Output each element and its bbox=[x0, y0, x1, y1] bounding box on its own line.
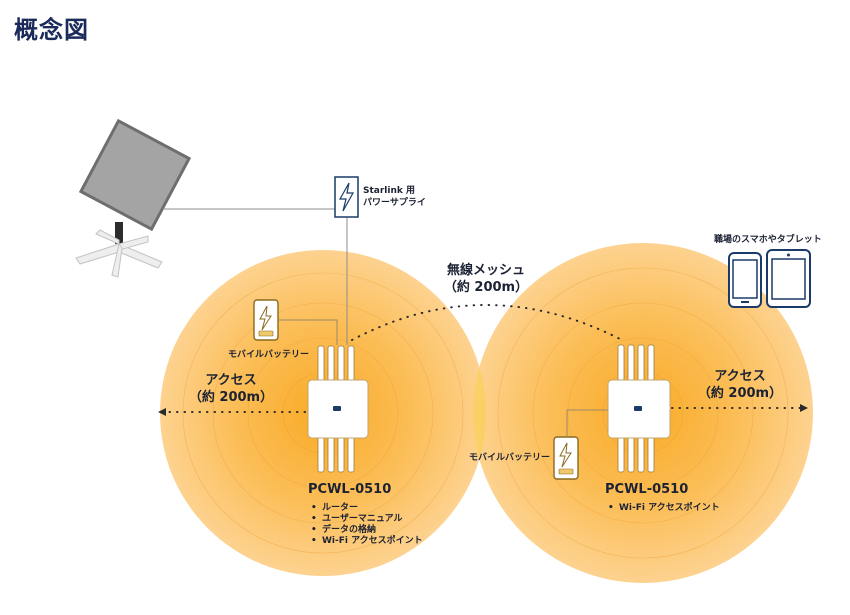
right-battery-icon bbox=[553, 436, 579, 480]
right-battery-label: モバイルバッテリー bbox=[469, 453, 551, 463]
list-item: Wi-Fi アクセスポイント bbox=[605, 503, 720, 514]
left-access-label-line2: （約 200m） bbox=[188, 390, 274, 405]
right-access-label: アクセス （約 200m） bbox=[690, 368, 790, 402]
left-access-arrow bbox=[158, 408, 306, 416]
left-battery-icon bbox=[253, 299, 279, 341]
right-access-label-line1: アクセス bbox=[714, 369, 766, 384]
devices-label: 職場のスマホやタブレット bbox=[714, 235, 822, 245]
right-router-feature-list: Wi-Fi アクセスポイント bbox=[605, 503, 720, 514]
list-item: ルーター bbox=[308, 503, 423, 514]
left-battery-label: モバイルバッテリー bbox=[228, 350, 310, 360]
right-access-label-line2: （約 200m） bbox=[697, 386, 783, 401]
tablet-icon bbox=[766, 249, 811, 308]
left-router-model: PCWL-0510 bbox=[308, 482, 392, 497]
starlink-dish-icon bbox=[75, 118, 192, 278]
mesh-label-line2: （約 200m） bbox=[443, 280, 529, 295]
right-access-arrow bbox=[671, 404, 808, 412]
left-router-icon bbox=[307, 345, 369, 473]
smartphone-icon bbox=[728, 252, 762, 308]
power-supply-label: Starlink 用 パワーサプライ bbox=[363, 185, 426, 209]
right-battery-cable bbox=[566, 409, 610, 437]
left-access-label-line1: アクセス bbox=[205, 373, 257, 388]
power-supply-label-line2: パワーサプライ bbox=[363, 198, 426, 208]
power-supply-icon bbox=[334, 176, 359, 218]
mesh-link-line bbox=[351, 304, 623, 341]
right-router-icon bbox=[607, 344, 671, 473]
list-item: Wi-Fi アクセスポイント bbox=[308, 536, 423, 547]
right-router-model: PCWL-0510 bbox=[605, 482, 689, 497]
mesh-label: 無線メッシュ （約 200m） bbox=[436, 262, 536, 296]
list-item: ユーザーマニュアル bbox=[308, 514, 423, 525]
left-router-feature-list: ルーター ユーザーマニュアル データの格納 Wi-Fi アクセスポイント bbox=[308, 503, 423, 547]
page-title: 概念図 bbox=[14, 16, 89, 44]
power-supply-label-line1: Starlink 用 bbox=[363, 186, 415, 196]
mesh-label-line1: 無線メッシュ bbox=[446, 263, 525, 278]
left-access-label: アクセス （約 200m） bbox=[181, 372, 281, 406]
list-item: データの格納 bbox=[308, 525, 423, 536]
left-battery-cable bbox=[278, 319, 338, 345]
